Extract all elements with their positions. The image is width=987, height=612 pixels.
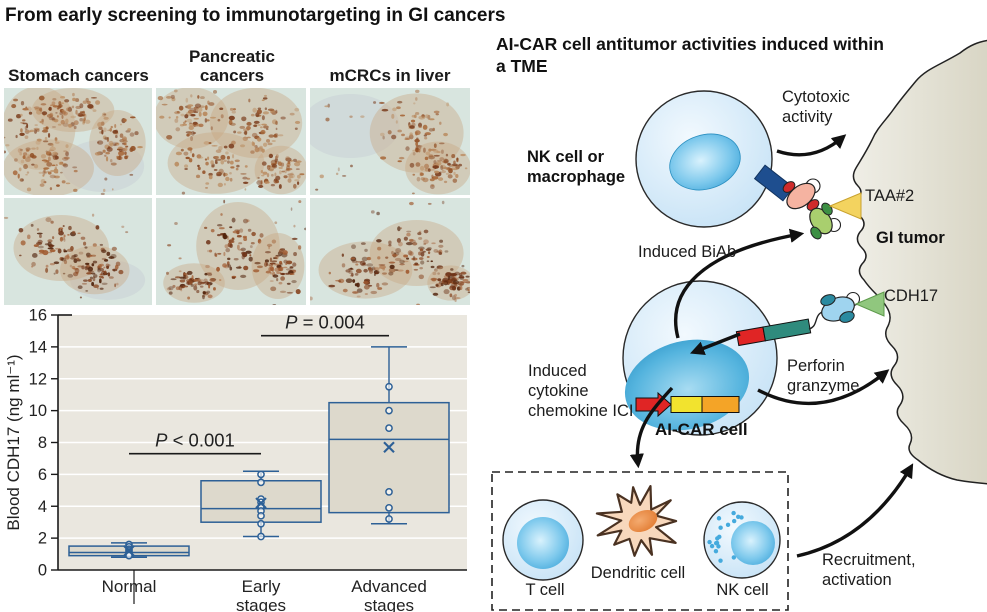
car-expression-arrow	[690, 332, 741, 356]
label-induced-biab: Induced BiAb	[638, 243, 737, 261]
column-header-mcrc: mCRCs in liver	[329, 66, 451, 86]
ihc-image-stomach-2	[4, 198, 152, 305]
cdh17-antigen	[854, 291, 885, 317]
ihc-image-stomach-1	[4, 88, 152, 195]
dendritic-cell	[595, 485, 678, 557]
label-induced-cytokine: Induced cytokine chemokine ICI	[528, 362, 634, 421]
svg-text:8: 8	[38, 434, 47, 452]
diagram-title: AI-CAR cell antitumor activities induced…	[496, 34, 884, 76]
car-receptor	[735, 318, 812, 347]
arrows	[629, 134, 914, 558]
svg-text:P = 0.004: P = 0.004	[285, 312, 365, 333]
label-t-cell: T cell	[525, 581, 565, 599]
taa2-antigen	[828, 192, 862, 220]
svg-text:stages: stages	[364, 596, 414, 612]
svg-text:Normal: Normal	[102, 577, 157, 596]
label-aicar-cell: AI-CAR cell	[655, 420, 748, 439]
svg-text:6: 6	[38, 466, 47, 484]
svg-text:stages: stages	[236, 596, 286, 612]
recruitment-arrow	[796, 463, 914, 558]
svg-text:Early: Early	[242, 577, 281, 596]
svg-text:12: 12	[29, 370, 47, 388]
nk-cell-small	[703, 501, 781, 579]
tme-diagram-panel: AI-CAR cell antitumor activities induced…	[480, 0, 987, 612]
perforin-arrow	[757, 369, 890, 406]
ihc-image-pancreatic-2	[156, 198, 306, 305]
svg-text:0: 0	[38, 562, 47, 580]
label-perforin-granzyme: Perforin granzyme	[787, 357, 860, 396]
label-recruitment: Recruitment, activation	[822, 551, 916, 590]
cytokine-release-arrow	[629, 386, 674, 469]
svg-text:2: 2	[38, 530, 47, 548]
svg-text:16: 16	[29, 307, 47, 325]
svg-text:14: 14	[29, 338, 47, 356]
fc-receptor	[753, 164, 795, 202]
label-cytotoxic-activity: Cytotoxic activity	[782, 88, 850, 127]
label-nk-cell: NK cell	[716, 581, 769, 599]
label-nk-macrophage: NK cell or macrophage	[527, 148, 626, 187]
label-dendritic-cell: Dendritic cell	[590, 564, 686, 582]
ihc-image-mcrc-2	[310, 198, 470, 305]
gi-tumor-shape	[852, 39, 987, 485]
label-cdh17: CDH17	[884, 287, 939, 305]
column-header-pancreatic: Pancreatic cancers	[189, 46, 275, 86]
ihc-image-pancreatic-1	[156, 88, 306, 195]
induced-biab-arrow	[674, 228, 805, 339]
ihc-image-mcrc-1	[310, 88, 470, 195]
t-cell	[502, 499, 584, 581]
figure-title: From early screening to immunotargeting …	[5, 5, 506, 26]
biab-molecule	[782, 178, 842, 240]
svg-text:4: 4	[38, 498, 47, 516]
nk-nucleus	[669, 133, 741, 191]
svg-text:Advanced: Advanced	[351, 577, 427, 596]
car-scfv	[820, 291, 861, 323]
aicar-cell	[622, 280, 861, 436]
column-header-stomach: Stomach cancers	[8, 66, 149, 86]
svg-text:10: 10	[29, 402, 47, 420]
svg-text:P < 0.001: P < 0.001	[155, 430, 235, 451]
label-gi-tumor: GI tumor	[876, 229, 945, 247]
nk-macrophage-cell	[635, 90, 795, 228]
recruited-cells-box	[491, 471, 789, 611]
label-taa2: TAA#2	[865, 187, 915, 205]
tme-diagram	[491, 39, 987, 611]
cytotoxic-arrow	[776, 134, 847, 157]
